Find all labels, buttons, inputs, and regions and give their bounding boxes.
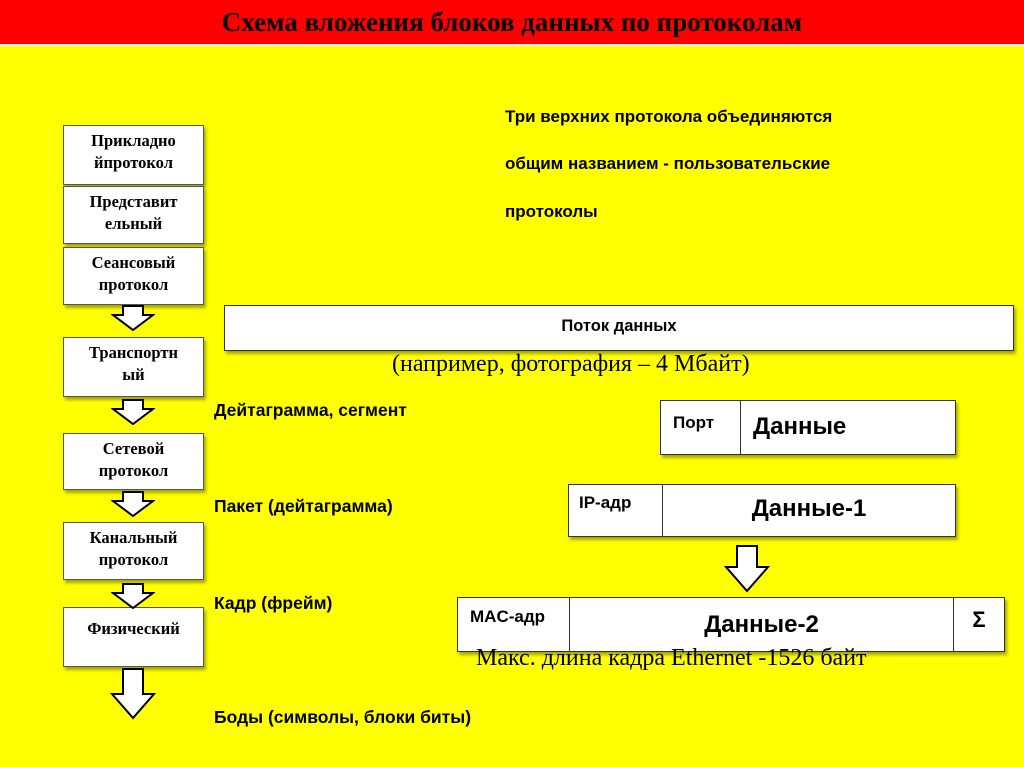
packet-header: IP-адр [579,493,632,512]
data-flow-example: (например, фотография – 4 Мбайт) [392,351,750,377]
frame-header-cell: MAC-адр [458,598,570,651]
layer-label-line1: Представит [89,192,178,211]
packet-header-cell: IP-адр [569,485,663,536]
segment-header: Порт [673,413,715,432]
packet-data-cell: Данные-1 [663,485,955,536]
layer-label-line2: йпротокол [94,153,173,172]
layer-label-line1: Транспортн [89,343,178,362]
layer-label-line2: ый [122,365,145,384]
layer-session: Сеансовый протокол [63,247,204,305]
user-protocols-note-line2: общим названием - пользовательские [505,154,831,173]
unit-label-transport: Дейтаграмма, сегмент [214,400,407,420]
layer-label-line1: Канальный [89,528,178,547]
layer-label-line2: протокол [98,275,169,294]
segment-data: Данные [753,413,847,440]
user-protocols-note-line3: протоколы [505,202,598,221]
down-arrow-icon [110,668,156,720]
layer-application: Прикладно йпротокол [63,125,204,185]
layer-label-line2: протокол [98,461,169,480]
data-flow-label: Поток данных [561,317,677,335]
down-arrow-icon [111,583,155,609]
packet-block: IP-адр Данные-1 [568,484,956,537]
frame-header: MAC-адр [470,607,546,626]
frame-checksum-cell: Σ [954,598,1004,651]
layer-label-line1: Сетевой [102,439,165,458]
frame-data: Данные-2 [704,611,819,638]
down-arrow-icon [111,305,155,331]
frame-length-note: Макс. длина кадра Ethernet -1526 байт [476,645,867,671]
unit-label-link: Кадр (фрейм) [214,593,333,613]
layer-label-line1: Физический [87,619,180,638]
segment-block: Порт Данные [660,400,956,455]
layer-datalink: Канальный протокол [63,522,204,580]
frame-block: MAC-адр Данные-2 Σ [457,597,1005,652]
layer-label-line2: ельный [104,214,163,233]
unit-label-physical: Боды (символы, блоки биты) [214,707,472,727]
down-arrow-icon [724,545,770,593]
packet-data: Данные-1 [751,495,867,522]
layer-network: Сетевой протокол [63,433,204,490]
layer-label-line2: протокол [98,550,169,569]
layer-transport: Транспортн ый [63,337,204,397]
layer-label-line1: Прикладно [91,131,176,150]
down-arrow-icon [111,399,155,425]
layer-label-line1: Сеансовый [91,253,176,272]
frame-checksum: Σ [972,607,986,632]
user-protocols-note-line1: Три верхних протокола объединяются [505,107,833,126]
data-flow-box: Поток данных [224,305,1014,351]
frame-data-cell: Данные-2 [570,598,954,651]
layer-physical: Физический [63,607,204,667]
page-title: Схема вложения блоков данных по протокол… [221,6,803,37]
segment-header-cell: Порт [661,401,741,454]
layer-presentation: Представит ельный [63,186,204,244]
unit-label-network: Пакет (дейтаграмма) [214,496,393,516]
down-arrow-icon [111,491,155,517]
title-bar: Схема вложения блоков данных по протокол… [0,0,1024,46]
segment-data-cell: Данные [741,401,955,454]
